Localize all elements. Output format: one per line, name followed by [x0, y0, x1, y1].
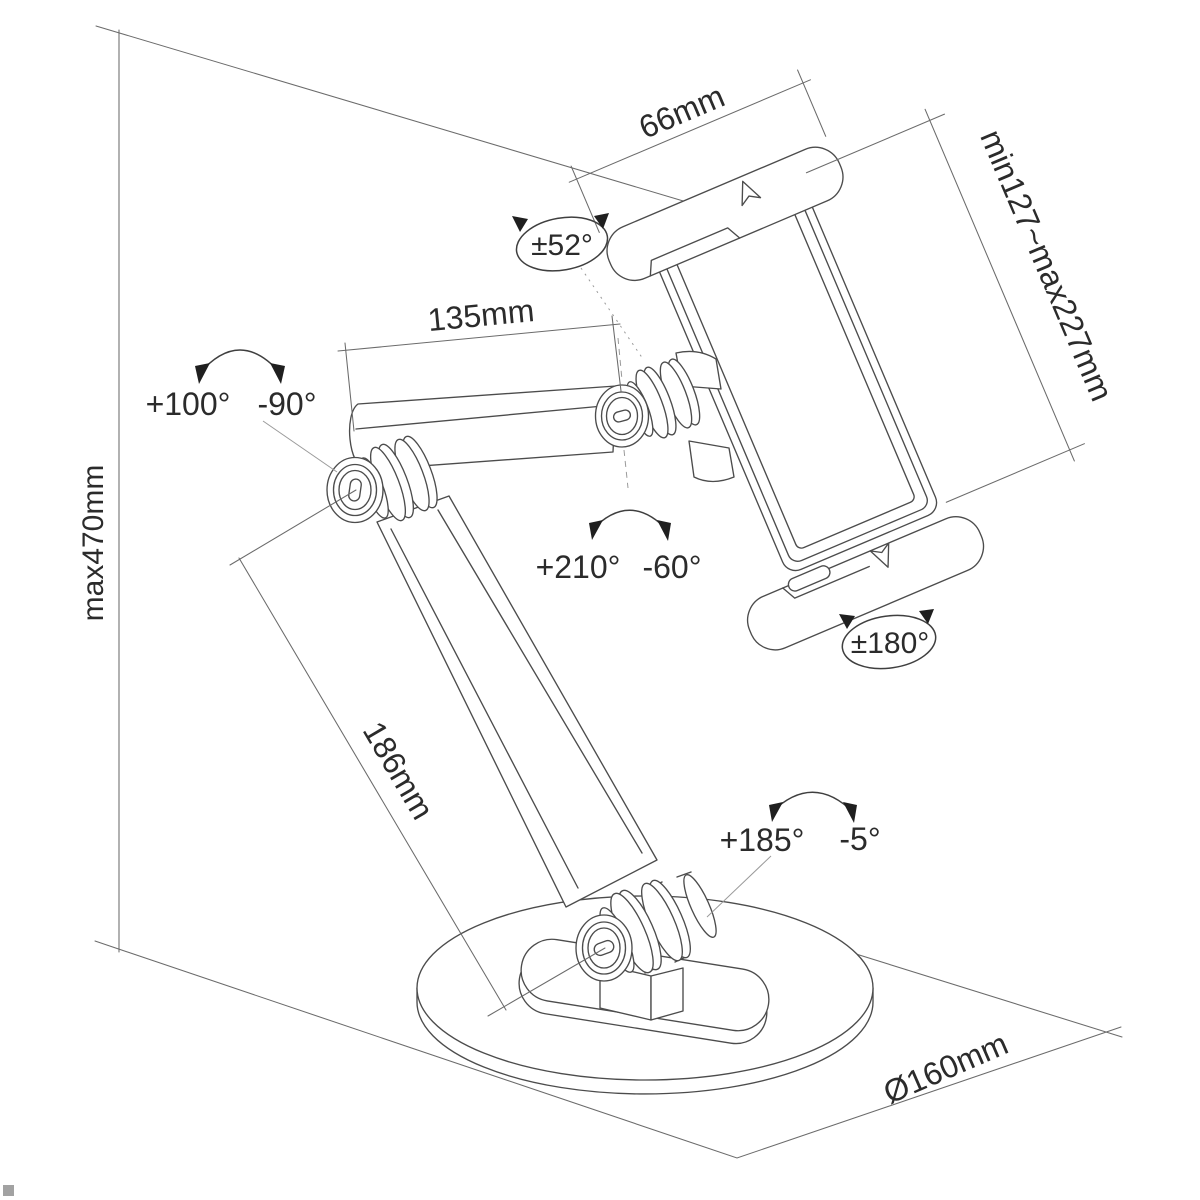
- upper-joint-flange-bottom: [688, 440, 735, 483]
- holder-bottom-clamp: [746, 516, 985, 651]
- angle-label-base-positive: +185°: [720, 822, 805, 858]
- rotation-arrowhead-icon: [589, 520, 603, 540]
- upper-joint-slot: [612, 409, 632, 423]
- angle-middle-joint: +210° -60°: [536, 337, 702, 585]
- holder-bottom-clamp-slot: [787, 565, 831, 592]
- holder-tilt-leader: [580, 267, 644, 360]
- angle-label-elbow-positive: +100°: [146, 386, 231, 422]
- base-joint: [575, 871, 717, 982]
- upper-arm-topface-line: [355, 404, 615, 430]
- dimension-min-max-lines: [805, 108, 1085, 503]
- up-arrow-icon: [741, 180, 762, 207]
- angle-label-middle-positive: +210°: [536, 549, 621, 585]
- dimension-label-base-diameter: Ø160mm: [878, 1025, 1013, 1110]
- holder-tilt-ellipse: [515, 216, 609, 272]
- wall-top-edge: [95, 25, 691, 204]
- base: [416, 895, 874, 1095]
- dimension-label-66mm: 66mm: [634, 78, 730, 146]
- holder-top-clamp: [606, 146, 844, 282]
- rotation-arrowhead-icon: [769, 802, 783, 822]
- base-angle-leader: [706, 855, 772, 918]
- base-disc-thickness: [416, 987, 874, 1095]
- floor-back-edge: [839, 948, 1123, 1038]
- rotation-arrowhead-icon: [270, 363, 285, 384]
- tablet-holder: 66mm min127~max227mm: [568, 69, 1120, 651]
- down-arrow-icon: [869, 542, 890, 568]
- rotation-arrowhead-icon: [512, 216, 528, 232]
- upper-joint: [594, 350, 735, 483]
- watermark-artifact: [3, 1185, 14, 1196]
- middle-joint-axis: [617, 337, 629, 489]
- dimension-186mm-lines: [229, 489, 606, 1017]
- angle-elbow-joint: +100° -90°: [146, 349, 338, 473]
- angle-label-base-negative: -5°: [839, 821, 880, 857]
- rotation-arrowhead-icon: [919, 609, 934, 624]
- lower-arm-panel-line-right: [437, 509, 643, 854]
- dimension-label-186mm: 186mm: [356, 715, 441, 825]
- middle-angle-arc: [591, 509, 669, 532]
- angle-label-elbow-negative: -90°: [257, 386, 316, 422]
- lower-arm: [376, 495, 658, 908]
- dimension-label-max-height: max470mm: [77, 465, 110, 622]
- holder-bottom-clamp-notch: [782, 565, 870, 599]
- dimension-label-min-max: min127~max227mm: [973, 124, 1120, 406]
- elbow-angle-leader: [262, 420, 338, 473]
- angle-holder-tilt: ±52°: [512, 213, 644, 360]
- dimension-135mm-lines: [337, 315, 622, 432]
- angle-holder-rotation: ±180°: [839, 609, 937, 670]
- rotation-arrowhead-icon: [843, 802, 857, 823]
- dimension-label-135mm: 135mm: [426, 292, 536, 338]
- lower-arm-panel-line-left: [390, 528, 579, 889]
- base-angle-arc: [771, 791, 855, 814]
- rotation-arrowhead-icon: [839, 614, 855, 629]
- base-joint-end-disc: [683, 874, 717, 938]
- rotation-arrowhead-icon: [195, 363, 210, 384]
- rotation-arrowhead-icon: [657, 520, 671, 541]
- angle-label-middle-negative: -60°: [642, 549, 701, 585]
- angle-label-holder-rotation: ±180°: [851, 627, 930, 660]
- holder-rotation-ellipse: [841, 614, 937, 670]
- angle-base-joint: +185° -5°: [706, 791, 881, 918]
- elbow-angle-arc: [198, 349, 282, 375]
- floor-front-edge: [94, 940, 1122, 1159]
- angle-label-holder-tilt: ±52°: [531, 229, 593, 262]
- rotation-arrowhead-icon: [594, 213, 609, 229]
- holder-top-clamp-notch: [649, 227, 741, 277]
- base-mount-block-side: [650, 967, 684, 1021]
